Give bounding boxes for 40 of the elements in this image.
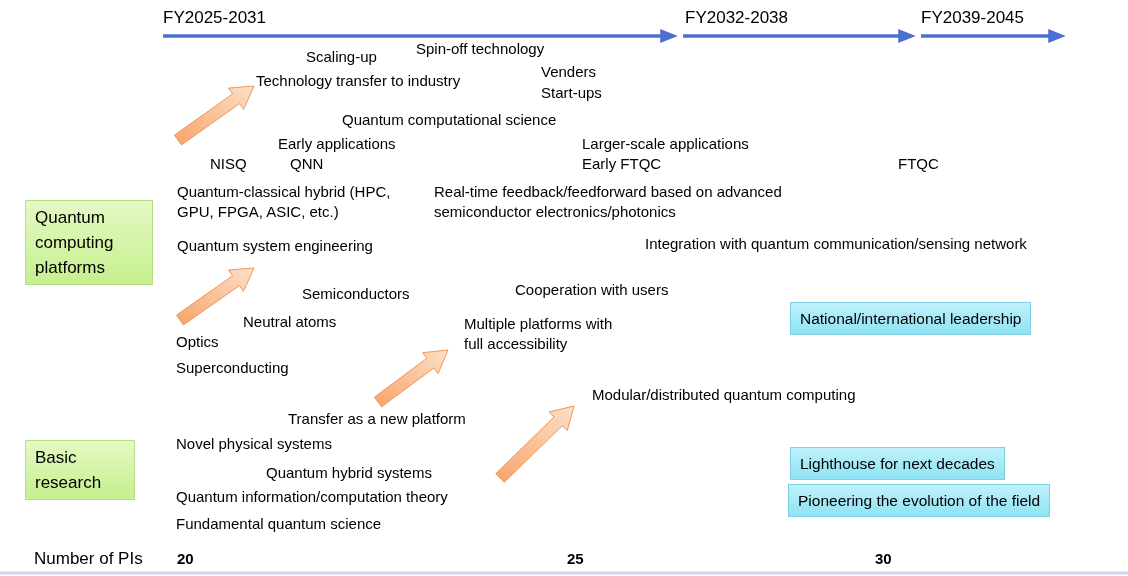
category-box: Quantum computing platforms	[25, 200, 153, 285]
roadmap-item: Start-ups	[541, 83, 602, 103]
roadmap-item: Cooperation with users	[515, 280, 669, 300]
goal-box: Lighthouse for next decades	[790, 447, 1005, 480]
roadmap-item: Early FTQC	[582, 154, 662, 174]
roadmap-item: Fundamental quantum science	[176, 514, 382, 534]
roadmap-item: Integration with quantum communication/sensing network	[645, 234, 1027, 254]
roadmap-item: Novel physical systems	[176, 434, 332, 454]
category-box: Basic research	[25, 440, 135, 500]
roadmap-item: Spin-off technology	[416, 39, 545, 59]
pi-count: 25	[567, 549, 584, 569]
period-label: FY2039-2045	[921, 8, 1025, 28]
roadmap-item: Quantum information/computation theory	[176, 487, 448, 507]
pi-count: 20	[177, 549, 194, 569]
roadmap-item: Early applications	[278, 134, 396, 154]
roadmap-item: FTQC	[898, 154, 939, 174]
roadmap-item: Optics	[176, 332, 219, 352]
pi-count: 30	[875, 549, 892, 569]
roadmap-item: Transfer as a new platform	[288, 409, 466, 429]
axis-label: Number of PIs	[34, 549, 143, 569]
period-label: FY2032-2038	[685, 8, 789, 28]
roadmap-item: Quantum system engineering	[177, 236, 373, 256]
roadmap-item: QNN	[290, 154, 324, 174]
roadmap-item: Larger-scale applications	[582, 134, 749, 154]
roadmap-item: Quantum computational science	[342, 110, 557, 130]
roadmap-item: NISQ	[210, 154, 247, 174]
roadmap-item: Quantum hybrid systems	[266, 463, 432, 483]
roadmap-item: Neutral atoms	[243, 312, 337, 332]
roadmap-item: Modular/distributed quantum computing	[592, 385, 856, 405]
roadmap-item: Venders	[541, 62, 597, 82]
roadmap-item: Semiconductors	[302, 284, 410, 304]
roadmap-item: Scaling-up	[306, 47, 377, 67]
goal-box: National/international leadership	[790, 302, 1032, 335]
period-label: FY2025-2031	[163, 8, 267, 28]
roadmap-item: Technology transfer to industry	[256, 71, 461, 91]
goal-box: Pioneering the evolution of the field	[788, 484, 1051, 517]
roadmap-item: Multiple platforms with full accessibility	[464, 314, 614, 354]
roadmap-item: Real-time feedback/feedforward based on advanced semiconductor electronics/photonics	[434, 182, 783, 222]
roadmap-item: Quantum-classical hybrid (HPC, GPU, FPGA, ASIC, etc.)	[177, 182, 392, 222]
roadmap-item: Superconducting	[176, 358, 289, 378]
